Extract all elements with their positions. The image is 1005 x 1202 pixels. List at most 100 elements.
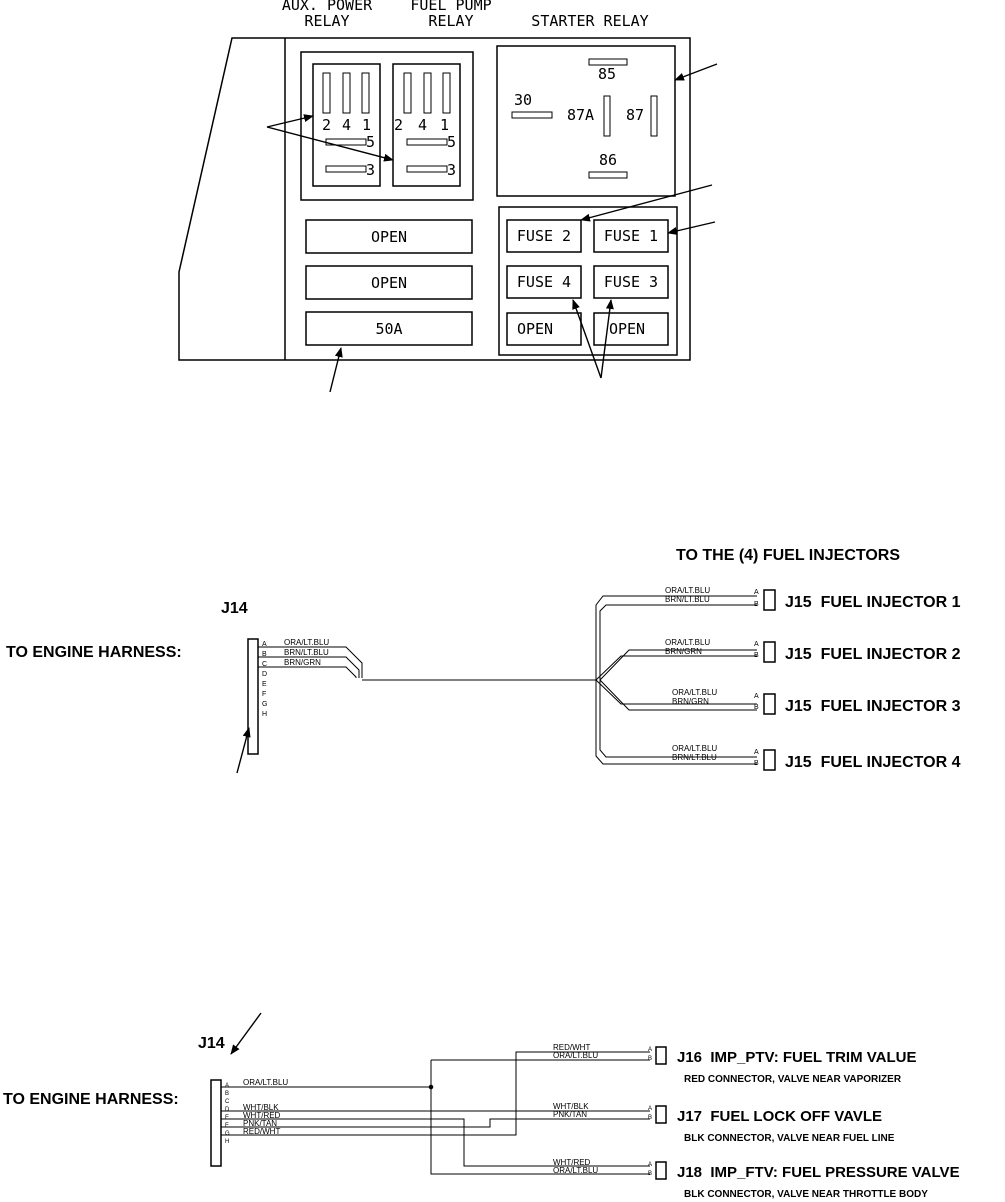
pointer-arrow-pump-relay	[266, 126, 394, 162]
injector-bundle-left	[258, 646, 363, 678]
valve-engine-harness-label: TO ENGINE HARNESS:	[3, 1091, 179, 1108]
inj1-label: J15 FUEL INJECTOR 1	[785, 594, 961, 611]
aux-pin-2: 2	[322, 116, 331, 134]
valve-j18: WHT/RED ORA/LT.BLU A B J18 IMP_FTV: FUEL…	[553, 1158, 960, 1200]
fuse-block-frame	[498, 206, 678, 356]
pointer-arrow-aux-relay	[266, 114, 314, 128]
injector-harness: TO THE (4) FUEL INJECTORS J14 TO ENGINE …	[6, 547, 961, 774]
inj3-wire-a: ORA/LT.BLU	[672, 688, 717, 697]
val-wire-e-label: WHT/RED	[243, 1111, 281, 1120]
injector-engine-harness-label: TO ENGINE HARNESS:	[6, 644, 182, 661]
inj4-connector	[763, 749, 776, 771]
val-pin-f: F	[225, 1123, 229, 1129]
inj-pin-h: H	[262, 711, 267, 718]
slot-open-2	[305, 265, 473, 300]
aux-pin-4: 4	[342, 116, 351, 134]
inj4-wire-a: ORA/LT.BLU	[672, 744, 717, 753]
j17-label: J17 FUEL LOCK OFF VAVLE	[677, 1108, 882, 1125]
inj4-wire-b: BRN/LT.BLU	[672, 753, 717, 762]
pump-pin-4: 4	[418, 116, 427, 134]
val-pin-b: B	[225, 1091, 229, 1097]
val-wire-d-label: WHT/BLK	[243, 1103, 279, 1112]
injector-j14-pins: A B C D E F G H	[262, 641, 267, 718]
injector-j14-label: J14	[221, 600, 248, 617]
starter-pin-85: 85	[598, 65, 616, 83]
inj2-pin-b: B	[754, 652, 759, 659]
valve-wiring	[221, 1051, 650, 1175]
fuse-4	[506, 265, 582, 299]
aux-power-relay-header-line1: AUX. POWER	[282, 0, 373, 14]
valve-harness: J14 TO ENGINE HARNESS: A B C D E F G H O…	[3, 1012, 960, 1200]
aux-power-relay-header-line2: RELAY	[304, 12, 349, 30]
inj4-pin-a: A	[754, 749, 759, 756]
val-pin-a: A	[225, 1083, 229, 1089]
j18-pin-a: A	[648, 1162, 652, 1168]
inj1-wire-b: BRN/LT.BLU	[665, 595, 710, 604]
j16-wire-a: RED/WHT	[553, 1043, 590, 1052]
aux-pin-5: 5	[366, 133, 375, 151]
j16-note: RED CONNECTOR, VALVE NEAR VAPORIZER	[684, 1074, 902, 1085]
inj3-connector	[763, 693, 776, 715]
fuse-1	[593, 219, 669, 253]
pointer-arrow-injector-j14	[236, 727, 251, 774]
inj3-pin-a: A	[754, 693, 759, 700]
starter-relay	[496, 45, 676, 197]
pump-pin-3: 3	[447, 161, 456, 179]
inj-pin-f: F	[262, 691, 266, 698]
j17-wire-a: WHT/BLK	[553, 1102, 589, 1111]
pointer-arrow-fuse-4	[572, 299, 602, 379]
inj2-wire-a: ORA/LT.BLU	[665, 638, 710, 647]
inj-pin-e: E	[262, 681, 267, 688]
j17-pin-b: B	[648, 1115, 652, 1121]
fuel-pump-relay	[392, 63, 461, 187]
j17-note: BLK CONNECTOR, VALVE NEAR FUEL LINE	[684, 1133, 895, 1144]
fuse-3-label: FUSE 3	[604, 273, 658, 291]
pointer-arrow-starter-relay	[674, 63, 718, 81]
inj2-connector	[763, 641, 776, 663]
fuel-pump-relay-header-line1: FUEL PUMP	[410, 0, 491, 14]
j16-connector	[655, 1046, 667, 1065]
valve-j14-pins: A B C D E F G H	[225, 1083, 230, 1145]
slot-open-1-label: OPEN	[371, 228, 407, 246]
j16-pin-b: B	[648, 1056, 652, 1062]
valve-j16: RED/WHT ORA/LT.BLU A B J16 IMP_PTV: FUEL…	[553, 1043, 917, 1085]
injector-3: ORA/LT.BLU BRN/GRN A B J15 FUEL INJECTOR…	[672, 688, 961, 715]
valve-j17: WHT/BLK PNK/TAN A B J17 FUEL LOCK OFF VA…	[553, 1102, 895, 1144]
j16-pin-a: A	[648, 1047, 652, 1053]
slot-open-2-label: OPEN	[371, 274, 407, 292]
fuse-2	[506, 219, 582, 253]
panel-housing-outline	[178, 37, 691, 361]
injector-2: ORA/LT.BLU BRN/GRN A B J15 FUEL INJECTOR…	[665, 638, 961, 663]
inj-wire-b-label: BRN/LT.BLU	[284, 648, 329, 657]
val-pin-h: H	[225, 1139, 229, 1145]
inj1-connector	[763, 589, 776, 611]
aux-pin-1: 1	[362, 116, 371, 134]
j18-pin-b: B	[648, 1171, 652, 1177]
j18-connector	[655, 1161, 667, 1180]
inj-pin-c: C	[262, 661, 267, 668]
injector-1: ORA/LT.BLU BRN/LT.BLU A B J15 FUEL INJEC…	[665, 586, 961, 611]
fuel-pump-relay-header-line2: RELAY	[428, 12, 473, 30]
inj-wire-c-label: BRN/GRN	[284, 658, 321, 667]
fuse-1-label: FUSE 1	[604, 227, 658, 245]
starter-pin-86: 86	[599, 151, 617, 169]
relay-fuse-panel: AUX. POWER RELAY FUEL PUMP RELAY STARTER…	[178, 0, 718, 393]
val-wire-g-label: RED/WHT	[243, 1127, 280, 1136]
pump-pin-1: 1	[440, 116, 449, 134]
slot-50a-label: 50A	[375, 320, 402, 338]
starter-relay-header: STARTER RELAY	[531, 12, 648, 30]
j16-label: J16 IMP_PTV: FUEL TRIM VALUE	[677, 1049, 917, 1066]
fuse-open-left	[506, 312, 582, 346]
j18-wire-b: ORA/LT.BLU	[553, 1166, 598, 1175]
val-pin-e: E	[225, 1115, 229, 1121]
fuse-3	[593, 265, 669, 299]
valve-j14-connector	[210, 1079, 222, 1167]
pointer-arrow-valve-j14	[230, 1012, 262, 1055]
j16-wire-b: ORA/LT.BLU	[553, 1051, 598, 1060]
fuse-2-label: FUSE 2	[517, 227, 571, 245]
pump-pin-5: 5	[447, 133, 456, 151]
aux-pin-3: 3	[366, 161, 375, 179]
fuse-open-right-label: OPEN	[609, 320, 645, 338]
inj-pin-d: D	[262, 671, 267, 678]
